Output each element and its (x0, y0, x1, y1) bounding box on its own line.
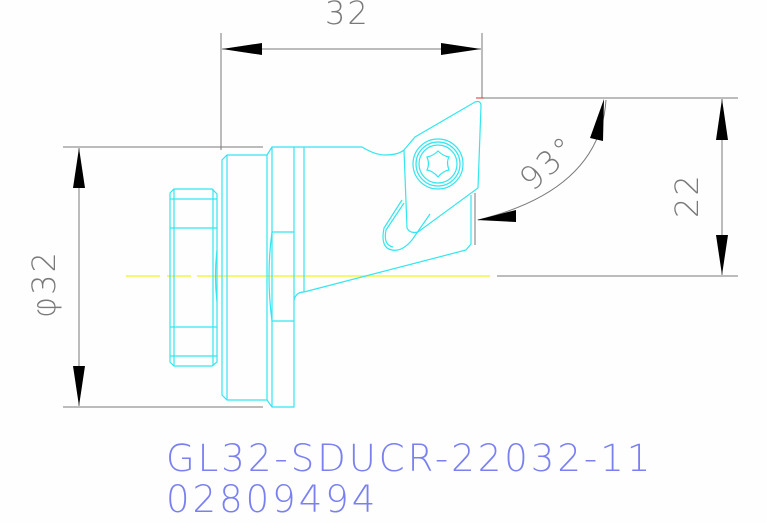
dimension-lines (63, 33, 738, 408)
height-dimension-label: 22 (668, 173, 706, 218)
width-dimension-label: 32 (325, 0, 370, 32)
diameter-dimension-label: φ32 (25, 250, 63, 318)
dimension-arrows (73, 43, 728, 406)
tool-outline (169, 100, 482, 408)
part-number: 02809494 (166, 478, 379, 521)
part-code: GL32-SDUCR-22032-11 (166, 437, 654, 480)
